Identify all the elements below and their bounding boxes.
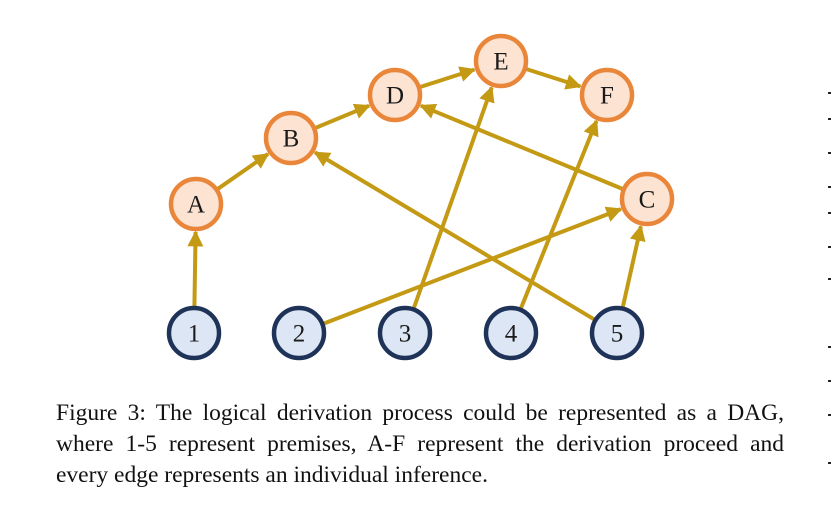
derived-node-C: C [619, 171, 675, 227]
node-label: D [386, 83, 404, 110]
node-circle [271, 305, 327, 361]
edge-C-to-D [419, 103, 624, 191]
margin-mark [828, 246, 831, 248]
edge-1-to-A [187, 230, 204, 308]
margin-mark [828, 152, 831, 154]
node-circle [483, 305, 539, 361]
node-circle [473, 33, 529, 89]
node-circle [168, 176, 224, 232]
edges-layer [187, 66, 646, 326]
node-label: C [639, 187, 656, 214]
figure-caption-text: The logical derivation process could be … [56, 400, 785, 488]
node-circle [619, 171, 675, 227]
edge-D-to-E [419, 66, 476, 90]
node-label: E [493, 49, 508, 76]
node-label: B [283, 126, 300, 153]
edge-5-to-C [620, 224, 646, 309]
node-circle [367, 67, 423, 123]
premise-node-3: 3 [377, 305, 433, 361]
margin-mark [828, 92, 831, 94]
derived-node-A: A [168, 176, 224, 232]
premise-node-5: 5 [589, 305, 645, 361]
margin-mark [828, 346, 831, 348]
node-circle [263, 110, 319, 166]
margin-mark [828, 414, 831, 416]
node-circle [589, 305, 645, 361]
derived-node-E: E [473, 33, 529, 89]
node-circle [377, 305, 433, 361]
nodes-layer: 1 2 3 4 5 A B C D E F [166, 33, 675, 361]
dag-diagram: 1 2 3 4 5 A B C D E F [166, 33, 675, 361]
margin-mark [828, 462, 831, 464]
edge-B-to-D [314, 103, 371, 130]
derived-node-F: F [579, 67, 635, 123]
edge-5-to-B [313, 150, 596, 322]
edge-E-to-F [525, 66, 582, 90]
premise-node-4: 4 [483, 305, 539, 361]
margin-mark [828, 186, 831, 188]
figure-label: Figure 3: [56, 400, 146, 426]
derived-node-D: D [367, 67, 423, 123]
node-label: 4 [505, 321, 518, 348]
edge-4-to-F [518, 119, 599, 310]
node-label: 5 [611, 321, 624, 348]
derived-node-B: B [263, 110, 319, 166]
node-label: 3 [399, 321, 412, 348]
node-label: A [187, 192, 205, 219]
edge-3-to-E [411, 85, 495, 310]
figure-caption: Figure 3: The logical derivation process… [56, 398, 784, 491]
node-label: F [600, 83, 614, 110]
node-circle [166, 305, 222, 361]
node-label: 2 [293, 321, 306, 348]
margin-mark [828, 212, 831, 214]
margin-mark [828, 278, 831, 280]
node-circle [579, 67, 635, 123]
margin-mark [828, 380, 831, 382]
edge-2-to-C [322, 206, 623, 326]
premise-node-1: 1 [166, 305, 222, 361]
premise-node-2: 2 [271, 305, 327, 361]
margin-mark [828, 118, 831, 120]
node-label: 1 [188, 321, 201, 348]
edge-A-to-B [216, 152, 270, 191]
